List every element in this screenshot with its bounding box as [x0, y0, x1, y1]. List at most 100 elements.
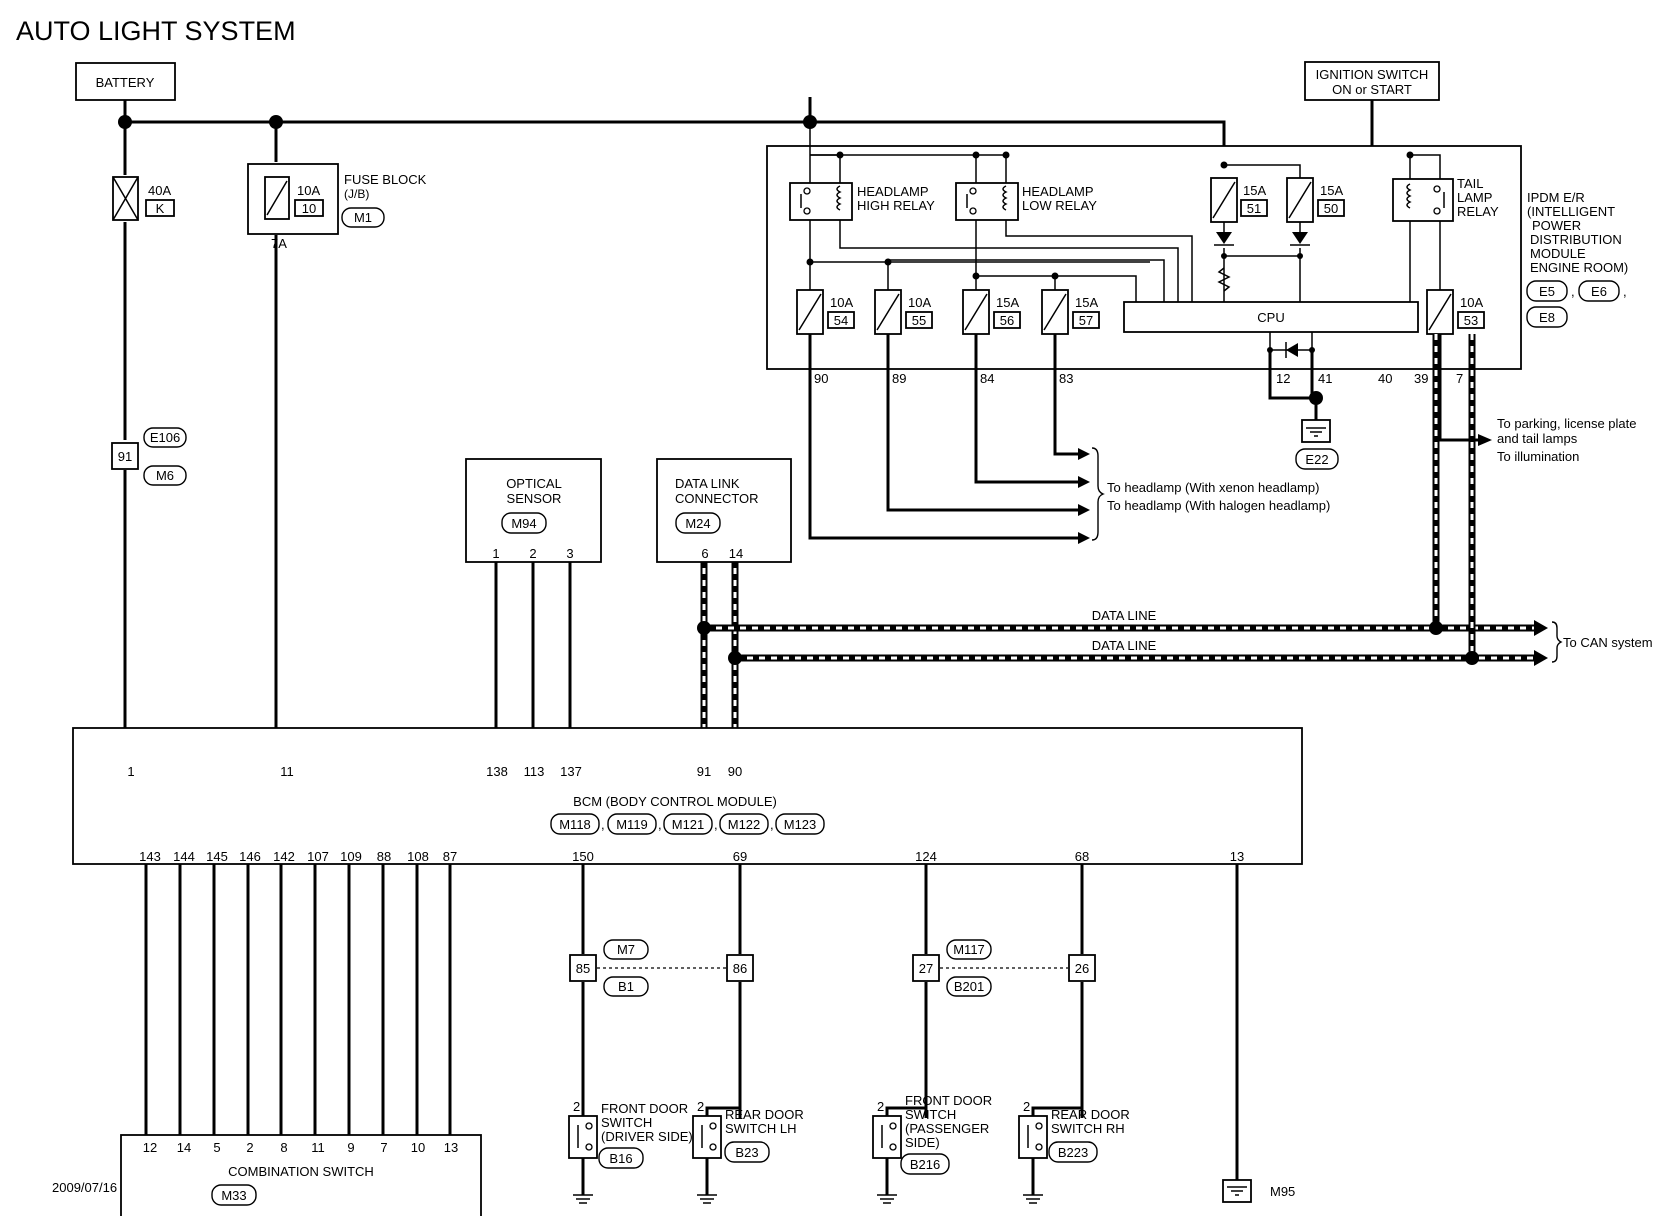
fusible-link-k: 40A K [112, 176, 175, 221]
bcm-connector-m122: M122 [728, 817, 761, 832]
bcm-pin-1: 1 [127, 764, 134, 779]
fuse-block: 10A 10 FUSE BLOCK (J/B) M1 7A [247, 163, 427, 251]
fuse-block-num: 10 [302, 201, 316, 216]
fuse-k-amp: 40A [148, 183, 171, 198]
bcm-pin-113: 113 [524, 764, 545, 779]
ipdm-pin-12: 12 [1276, 371, 1290, 386]
joint-pin-85: 85 [576, 961, 590, 976]
door-switch-passenger-pin: 2 [877, 1099, 884, 1114]
dlc-connector: M24 [685, 516, 710, 531]
data-line-label-1: DATA LINE [1092, 608, 1157, 623]
ipdm-label-line3: POWER [1532, 218, 1581, 233]
joint-connector-85-86: 85 86 M7 B1 [569, 939, 754, 997]
bcm-pin-87: 87 [443, 849, 457, 864]
bcm-pin-144: 144 [173, 849, 195, 864]
ipdm-ground-connector: E22 [1305, 452, 1328, 467]
ipdm-pin-83: 83 [1059, 371, 1073, 386]
joint-connector-m7: M7 [617, 942, 635, 957]
svg-text:,: , [658, 817, 662, 832]
combo-switch-connector: M33 [221, 1188, 246, 1203]
fuse-55-amp: 10A [908, 295, 931, 310]
bcm-pin-109: 109 [340, 849, 362, 864]
diagram-title: AUTO LIGHT SYSTEM [16, 16, 296, 46]
data-line-label-2: DATA LINE [1092, 638, 1157, 653]
tail-relay-label-line3: RELAY [1457, 204, 1499, 219]
fuse-block-label-line1: FUSE BLOCK [344, 172, 427, 187]
ipdm-pin-39: 39 [1414, 371, 1428, 386]
svg-text:,: , [1571, 284, 1575, 299]
door-switch-lh-connector: B23 [735, 1145, 758, 1160]
headlamp-note-xenon: To headlamp (With xenon headlamp) [1107, 480, 1319, 495]
combo-pin-2: 2 [246, 1140, 253, 1155]
bcm-pin-124: 124 [915, 849, 937, 864]
tail-note-line3: To illumination [1497, 449, 1579, 464]
bcm-pin-13: 13 [1230, 849, 1244, 864]
headlamp-note-halogen: To headlamp (With halogen headlamp) [1107, 498, 1330, 513]
joint-91-connector-e106: E106 [150, 430, 180, 445]
door-switch-passenger-label-line1: FRONT DOOR [905, 1093, 992, 1108]
door-switch-lh-label-line1: REAR DOOR [725, 1107, 804, 1122]
combo-pin-9: 9 [347, 1140, 354, 1155]
ipdm-fuse-56: 15A 56 [962, 289, 1021, 335]
splice-node [118, 115, 132, 129]
door-switch-driver-label-line3: (DRIVER SIDE) [601, 1129, 693, 1144]
door-switch-driver-pin: 2 [573, 1099, 580, 1114]
fuse-block-label-line2: (J/B) [344, 187, 369, 201]
bcm-connector-m121: M121 [672, 817, 705, 832]
ipdm-pin-84: 84 [980, 371, 994, 386]
ipdm-connector-e6: E6 [1591, 284, 1607, 299]
front-door-switch-driver: 2 FRONT DOOR SWITCH (DRIVER SIDE) B16 [568, 1099, 693, 1204]
fuse-50-amp: 15A [1320, 183, 1343, 198]
combo-pin-8: 8 [280, 1140, 287, 1155]
ipdm-label-line2: (INTELLIGENT [1527, 204, 1615, 219]
joint-connector-27-26: 27 26 M117 B201 [912, 939, 1096, 997]
high-relay-label-line1: HEADLAMP [857, 184, 929, 199]
door-switch-rh-label-line2: SWITCH RH [1051, 1121, 1125, 1136]
ipdm-pin-90: 90 [814, 371, 828, 386]
bcm-ground: M95 [1222, 1179, 1295, 1203]
ipdm-label-line6: ENGINE ROOM) [1530, 260, 1628, 275]
optical-sensor-label-line1: OPTICAL [506, 476, 562, 491]
headlamp-high-relay: HEADLAMP HIGH RELAY [789, 182, 935, 221]
door-switch-rh-connector: B223 [1058, 1145, 1088, 1160]
bcm-pin-69: 69 [733, 849, 747, 864]
can-data-lines: To CAN system DATA LINE DATA LINE [700, 334, 1653, 728]
door-switch-rh-label-line1: REAR DOOR [1051, 1107, 1130, 1122]
ignition-label-line2: ON or START [1332, 82, 1412, 97]
ipdm-pin-7: 7 [1456, 371, 1463, 386]
ipdm-fuse-53: 10A 53 [1426, 289, 1485, 335]
fuse-54-num: 54 [834, 313, 848, 328]
ipdm-ground: E22 [1268, 350, 1339, 470]
svg-text:,: , [1623, 284, 1627, 299]
fuse-block-connector: M1 [354, 210, 372, 225]
combo-pin-5: 5 [213, 1140, 220, 1155]
tail-lamp-relay: TAIL LAMP RELAY [1392, 176, 1499, 222]
combo-switch-label: COMBINATION SWITCH [228, 1164, 374, 1179]
tail-note-line1: To parking, license plate [1497, 416, 1636, 431]
optical-sensor: OPTICAL SENSOR M94 1 2 3 [465, 458, 602, 728]
joint-pin-86: 86 [733, 961, 747, 976]
dlc-pin-14: 14 [729, 546, 743, 561]
fuse-k-id: K [156, 201, 165, 216]
combo-pin-14: 14 [177, 1140, 191, 1155]
ipdm-label-line1: IPDM E/R [1527, 190, 1585, 205]
combo-pin-13: 13 [444, 1140, 458, 1155]
combo-pin-10: 10 [411, 1140, 425, 1155]
svg-text:,: , [714, 817, 718, 832]
bcm-pin-107: 107 [307, 849, 329, 864]
combo-pin-12: 12 [143, 1140, 157, 1155]
fuse-53-amp: 10A [1460, 295, 1483, 310]
ipdm-connector-e8: E8 [1539, 310, 1555, 325]
splice-node [1429, 621, 1443, 635]
headlamp-low-relay: HEADLAMP LOW RELAY [955, 182, 1097, 221]
fuse-54-amp: 10A [830, 295, 853, 310]
door-switch-driver-connector: B16 [609, 1151, 632, 1166]
fuse-56-amp: 15A [996, 295, 1019, 310]
fuse-55-num: 55 [912, 313, 926, 328]
bcm-pin-145: 145 [206, 849, 228, 864]
dlc-pin-6: 6 [701, 546, 708, 561]
fuse-50-num: 50 [1324, 201, 1338, 216]
door-switch-passenger-label-line4: SIDE) [905, 1135, 940, 1150]
door-switch-wiring [581, 864, 1239, 1180]
